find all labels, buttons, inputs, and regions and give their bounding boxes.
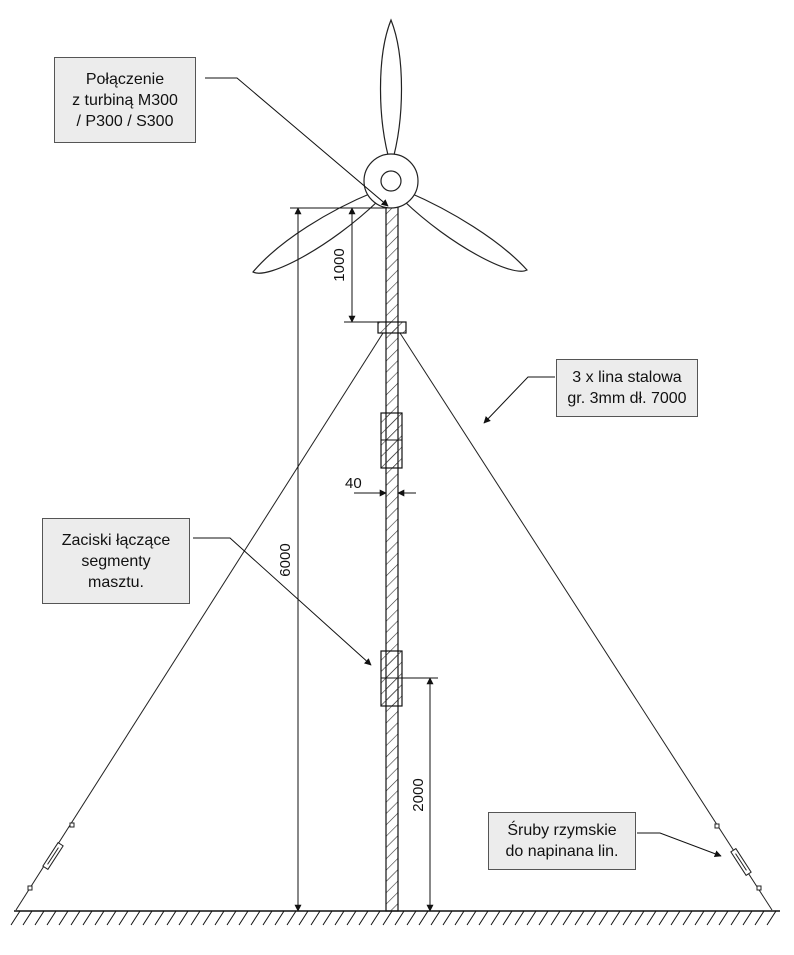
- callout-turbine-connection-line-3: / P300 / S300: [76, 112, 174, 130]
- mast-clamp-upper: [380, 412, 403, 469]
- ground: [10, 910, 780, 926]
- callout-mast-clamps-line-1: Zaciski łączące: [61, 531, 171, 549]
- dimension-ground-to-clamp: [402, 677, 438, 912]
- callout-steel-cable-line-2: gr. 3mm dł. 7000: [567, 390, 687, 407]
- callout-turnbuckles-line-2: do napinana lin.: [505, 843, 619, 860]
- callout-turbine-connection-line-1: Połączenie: [85, 70, 165, 88]
- turbine-rotor: [252, 18, 528, 274]
- mast-clamp-lower: [380, 650, 403, 707]
- callout-steel-cable-line-1: 3 x lina stalowa: [572, 369, 682, 386]
- callout-mast-clamps-line-2: segmenty: [81, 552, 151, 570]
- turnbuckle-left: [27, 822, 75, 891]
- dimension-ground-to-clamp-label: 2000: [410, 778, 427, 811]
- dimension-top-to-guy: [344, 207, 386, 323]
- dimension-total-height: [290, 207, 387, 912]
- callout-turbine-connection-line-2: z turbiną M300: [72, 91, 178, 109]
- leader-lines: [193, 77, 722, 858]
- dimension-total-height-label: 6000: [277, 543, 294, 576]
- callout-steel-cable: 3 x lina stalowa gr. 3mm dł. 7000: [556, 359, 698, 417]
- callout-mast-clamps-line-3: masztu.: [87, 573, 144, 591]
- callout-turnbuckles-line-1: Śruby rzymskie: [507, 822, 617, 839]
- callout-turbine-connection: Połączenie z turbiną M300 / P300 / S300: [54, 57, 196, 143]
- dimension-top-to-guy-label: 1000: [331, 248, 348, 281]
- dimension-mast-diameter-label: 40: [345, 475, 362, 492]
- guy-cables: [15, 332, 773, 911]
- guy-collar: [377, 321, 407, 334]
- callout-mast-clamps: Zaciski łączące segmenty masztu.: [42, 518, 190, 604]
- turnbuckle-right: [714, 823, 762, 891]
- callout-turnbuckles: Śruby rzymskie do napinana lin.: [488, 812, 636, 870]
- mast: [385, 199, 399, 912]
